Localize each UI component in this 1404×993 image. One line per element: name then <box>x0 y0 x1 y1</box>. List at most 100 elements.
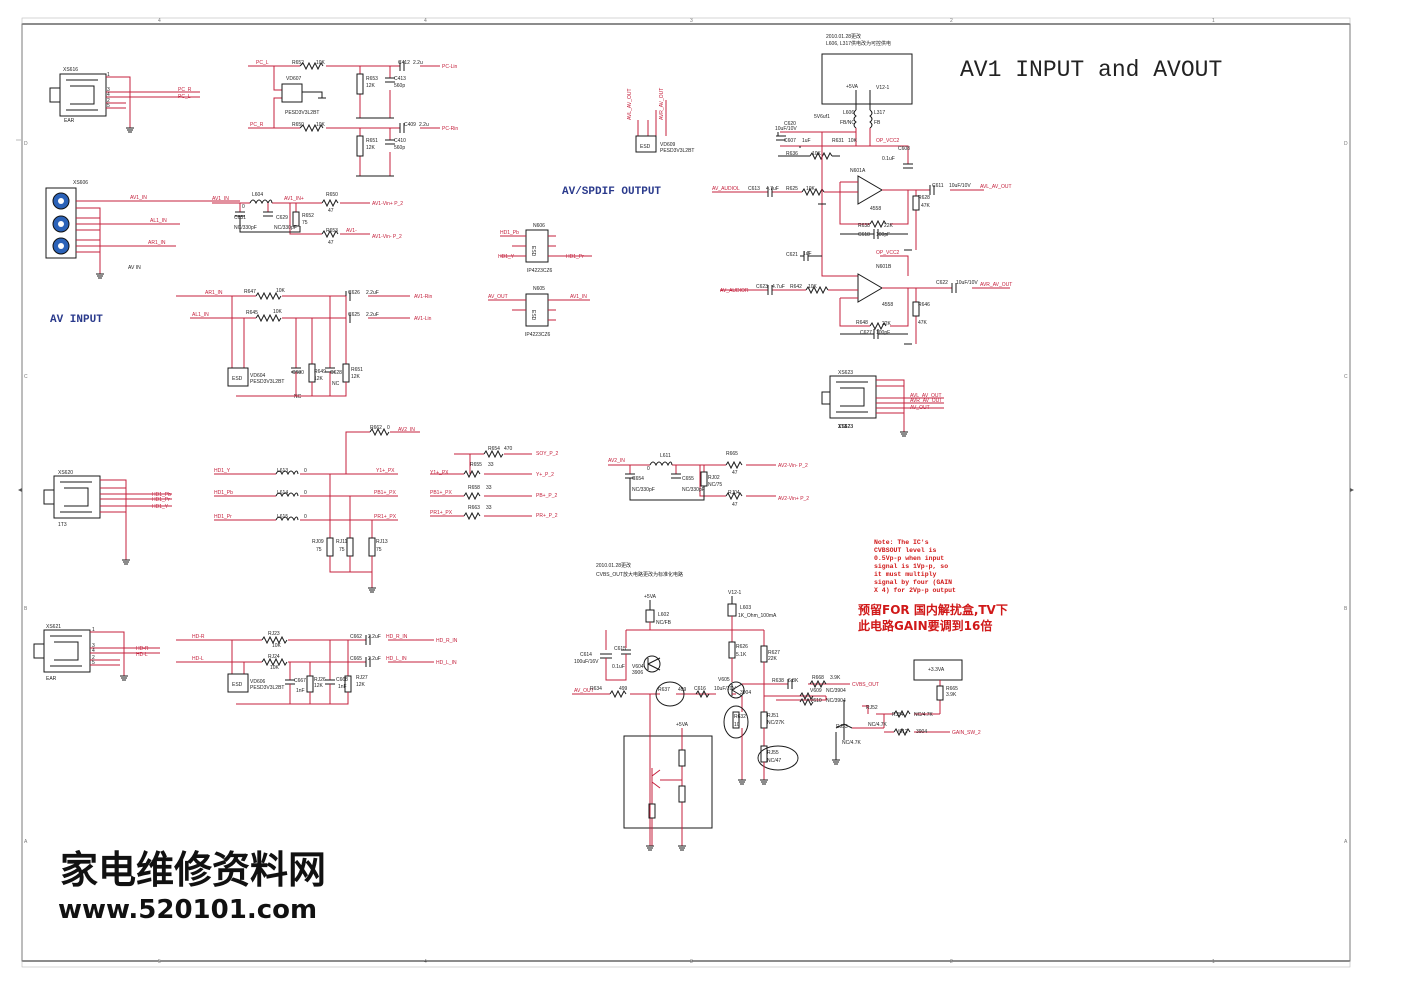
frame-right-b: B <box>1344 606 1348 612</box>
svg-text:V604: V604 <box>632 664 644 670</box>
svg-text:CVBSOUT level is: CVBSOUT level is <box>874 547 937 554</box>
svg-text:10K: 10K <box>270 665 280 671</box>
svg-text:RJ51: RJ51 <box>767 713 779 719</box>
svg-text:VD606: VD606 <box>250 679 266 685</box>
frame-right-c: C <box>1344 374 1348 380</box>
svg-text:R663: R663 <box>468 505 480 511</box>
svg-text:C622: C622 <box>936 280 948 286</box>
svg-text:ESD: ESD <box>530 310 536 321</box>
svg-text:NC/FB: NC/FB <box>656 620 672 626</box>
svg-text:2.2uF: 2.2uF <box>368 656 381 662</box>
svg-text:N605: N605 <box>533 286 545 292</box>
svg-text:R646: R646 <box>918 302 930 308</box>
watermark-cn: 家电维修资料网 <box>60 847 326 892</box>
svg-text:PESD3V3L2BT: PESD3V3L2BT <box>250 379 284 385</box>
svg-text:NC/330pF: NC/330pF <box>682 487 705 493</box>
svg-text:3: 3 <box>107 87 110 93</box>
svg-text:RJ23: RJ23 <box>268 631 280 637</box>
svg-text:AV2_IN: AV2_IN <box>398 427 415 433</box>
svg-text:PB1+_PX: PB1+_PX <box>430 490 452 496</box>
svg-text:PC_R: PC_R <box>178 87 192 93</box>
svg-text:AV1_IN: AV1_IN <box>130 195 147 201</box>
frame-right-a: A <box>1344 839 1348 845</box>
svg-text:AL1_IN: AL1_IN <box>150 218 167 224</box>
svg-text:PB+_P_2: PB+_P_2 <box>536 493 557 499</box>
svg-text:C410: C410 <box>394 138 406 144</box>
svg-text:3904: 3904 <box>916 729 927 735</box>
connector-xs620: XS620 1T3 HD1_Pb HD1_Pr HD1_Y <box>43 470 172 565</box>
section-av-input: AV INPUT <box>50 314 103 326</box>
svg-text:C627: C627 <box>860 330 872 336</box>
svg-text:C667: C667 <box>294 678 306 684</box>
svg-text:R626: R626 <box>736 644 748 650</box>
svg-text:C655: C655 <box>682 476 694 482</box>
svg-text:+5VA: +5VA <box>644 594 657 600</box>
svg-text:75: 75 <box>302 220 308 226</box>
svg-text:VD607: VD607 <box>286 76 302 82</box>
frame-top-5: 1 <box>1212 18 1215 24</box>
svg-text:RJ27: RJ27 <box>356 675 368 681</box>
svg-text:AV1-Vin+ P_2: AV1-Vin+ P_2 <box>372 201 403 207</box>
svg-text:预留FOR 国内解扰盒,TV下: 预留FOR 国内解扰盒,TV下 <box>858 602 1008 617</box>
svg-text:NC/330pF: NC/330pF <box>632 487 655 493</box>
svg-text:L613: L613 <box>277 468 288 474</box>
svg-text:0: 0 <box>242 204 245 210</box>
svg-text:XS606: XS606 <box>73 180 88 186</box>
svg-text:R648: R648 <box>856 320 868 326</box>
svg-text:6.8K: 6.8K <box>788 678 799 684</box>
svg-text:2.2uF: 2.2uF <box>368 634 381 640</box>
svg-text:R665: R665 <box>946 686 958 692</box>
frame-left-a: A <box>24 839 28 845</box>
gain-note-en: Note: The IC's CVBSOUT level is 0.5Vp-p … <box>874 539 956 594</box>
svg-text:2.2uF: 2.2uF <box>366 290 379 296</box>
svg-text:1T3: 1T3 <box>838 424 847 430</box>
svg-text:C614: C614 <box>580 652 592 658</box>
svg-text:75: 75 <box>339 547 345 553</box>
svg-text:HD-L: HD-L <box>136 652 148 658</box>
svg-text:HD1_Pr: HD1_Pr <box>152 497 170 503</box>
svg-text:22K: 22K <box>884 223 894 229</box>
svg-text:FB/NC: FB/NC <box>840 120 855 126</box>
svg-text:+5VA: +5VA <box>676 722 689 728</box>
svg-text:X 4) for 2Vp-p output: X 4) for 2Vp-p output <box>874 587 956 594</box>
svg-text:2.2u: 2.2u <box>419 122 429 128</box>
frame-right-d: D <box>1344 141 1348 147</box>
svg-text:47K: 47K <box>921 203 931 209</box>
svg-text:L611: L611 <box>660 453 671 459</box>
svg-text:4.7uF: 4.7uF <box>772 284 785 290</box>
svg-text:HD1_Pr: HD1_Pr <box>566 254 584 260</box>
svg-text:HD1_Pb: HD1_Pb <box>214 490 233 496</box>
svg-text:C629: C629 <box>276 215 288 221</box>
svg-text:3: 3 <box>92 643 95 649</box>
svg-text:R651: R651 <box>366 138 378 144</box>
svg-text:HD1_Y: HD1_Y <box>498 254 515 260</box>
frame-top-2: 4 <box>424 18 427 24</box>
svg-text:AR1_IN: AR1_IN <box>148 240 166 246</box>
svg-text:0: 0 <box>304 490 307 496</box>
svg-text:V605: V605 <box>718 677 730 683</box>
svg-text:NC/75: NC/75 <box>708 482 722 488</box>
svg-text:AV2-Vin+ P_2: AV2-Vin+ P_2 <box>778 496 809 502</box>
svg-text:3.9K: 3.9K <box>830 675 841 681</box>
rev-note-2-text: CVBS_OUT放大电路更改为标准化电路 <box>596 571 683 578</box>
svg-text:PESD3V3L2BT: PESD3V3L2BT <box>285 110 319 116</box>
svg-text:XS623: XS623 <box>838 424 853 430</box>
svg-text:1nF: 1nF <box>296 688 305 694</box>
svg-text:C613: C613 <box>748 186 760 192</box>
svg-text:AV1-: AV1- <box>346 228 357 234</box>
frame-top-3: 3 <box>690 18 693 24</box>
svg-text:1K_Ohm_100mA: 1K_Ohm_100mA <box>738 613 777 619</box>
svg-text:47: 47 <box>732 470 738 476</box>
svg-text:NC/330pF: NC/330pF <box>234 225 257 231</box>
svg-text:CVBS_OUT: CVBS_OUT <box>852 682 879 688</box>
svg-text:C654: C654 <box>632 476 644 482</box>
hd-audio-filter: HD-R HD-L HD_R_IN HD_L_IN HD_R_IN HD_L_I… <box>176 631 458 705</box>
svg-text:Note: The IC's: Note: The IC's <box>874 539 929 546</box>
svg-text:C409: C409 <box>404 122 416 128</box>
svg-text:10uF/10V: 10uF/10V <box>714 686 736 692</box>
svg-text:5.1K: 5.1K <box>736 652 747 658</box>
svg-text:AVL_AV_OUT: AVL_AV_OUT <box>980 184 1012 190</box>
svg-text:10uF/10V: 10uF/10V <box>775 126 797 132</box>
